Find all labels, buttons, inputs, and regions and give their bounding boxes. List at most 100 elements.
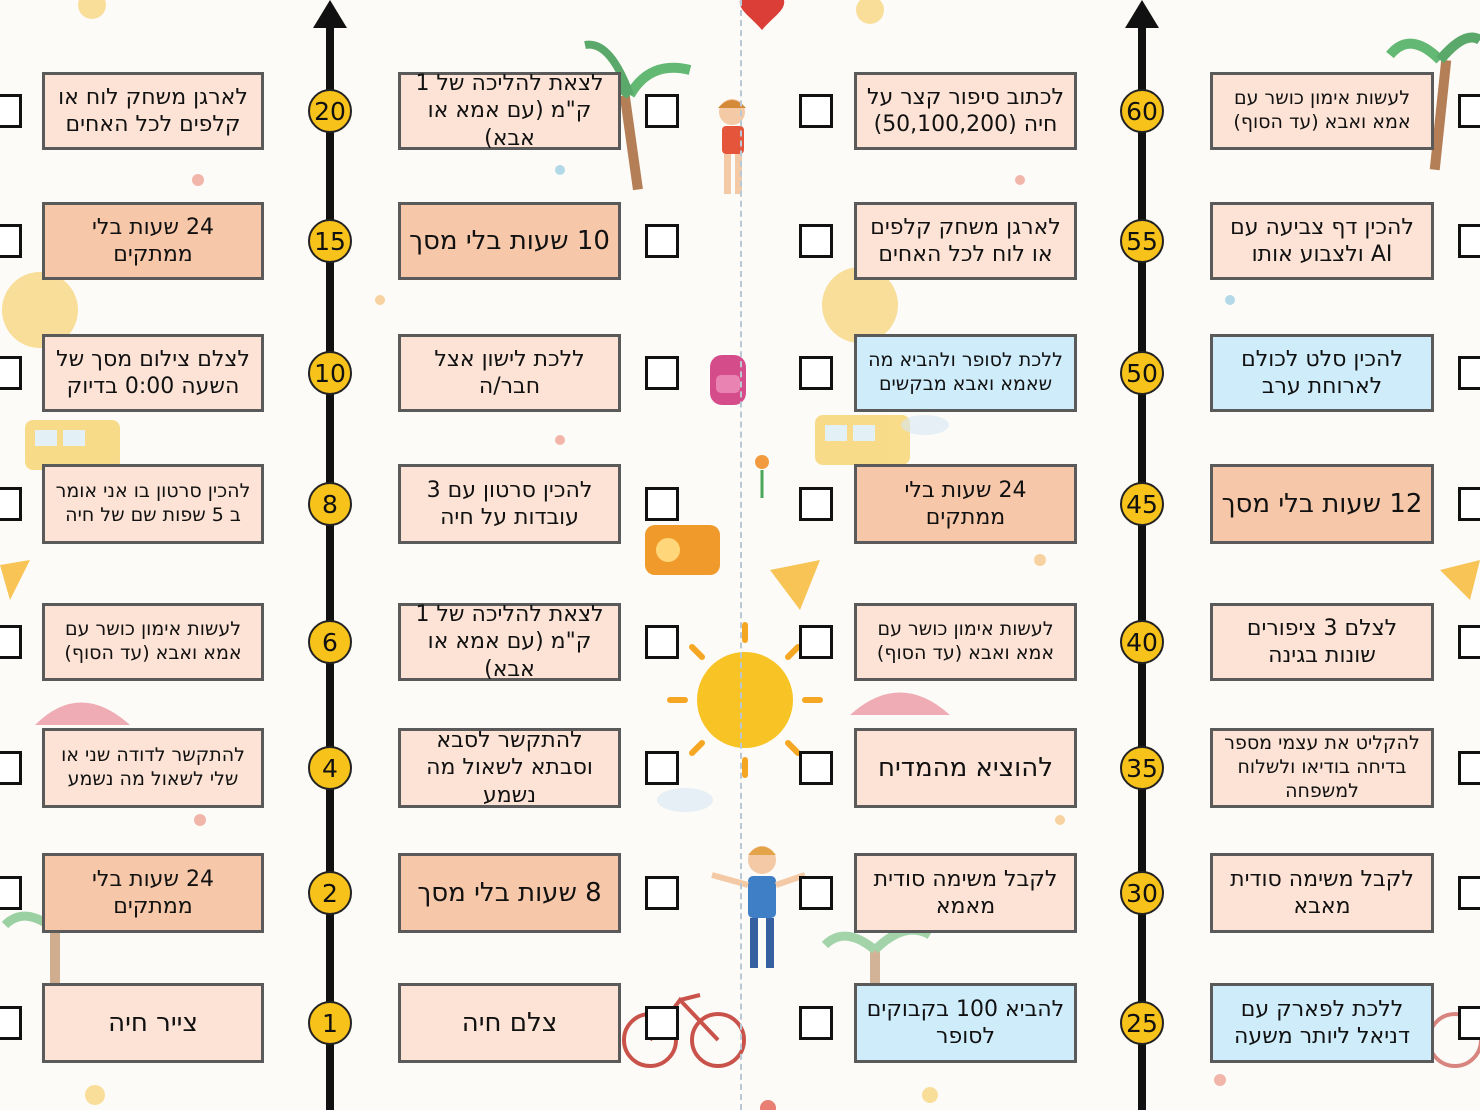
- challenge-checkbox[interactable]: [799, 356, 833, 390]
- challenge-checkbox[interactable]: [0, 1006, 22, 1040]
- challenge-checkbox[interactable]: [645, 625, 679, 659]
- challenge-card: לקבל משימה סודית מאבא: [1210, 853, 1434, 933]
- challenge-card: ללכת לפארק עם דניאל ליותר משעה: [1210, 983, 1434, 1063]
- candy-icon: [0, 560, 1480, 610]
- heart-icon: [739, 0, 785, 30]
- challenge-checkbox[interactable]: [1458, 625, 1480, 659]
- points-marker: 10: [308, 351, 352, 395]
- challenge-checkbox[interactable]: [799, 1006, 833, 1040]
- right-progress-axis: [1138, 24, 1146, 1110]
- school-bus-icon: [25, 415, 910, 470]
- challenge-checkbox[interactable]: [1458, 224, 1480, 258]
- confetti-icon: [78, 0, 1235, 1105]
- challenge-card: צייר חיה: [42, 983, 264, 1063]
- challenge-checkbox[interactable]: [799, 487, 833, 521]
- challenge-card: לעשות אימון כושר עם אמא ואבא (עד הסוף): [1210, 72, 1434, 150]
- challenge-card: להוציא מהמדיח: [854, 728, 1077, 808]
- points-marker: 50: [1120, 351, 1164, 395]
- challenge-checkbox[interactable]: [645, 94, 679, 128]
- challenge-checkbox[interactable]: [799, 224, 833, 258]
- challenge-checkbox[interactable]: [1458, 876, 1480, 910]
- challenge-card: להכין סרטון עם 3 עובדות על חיה: [398, 464, 621, 544]
- challenge-card: 24 שעות בלי ממתקים: [854, 464, 1077, 544]
- challenge-checkbox[interactable]: [1458, 1006, 1480, 1040]
- right-axis-arrow-icon: [1125, 0, 1159, 28]
- challenge-card: 8 שעות בלי מסך: [398, 853, 621, 933]
- challenge-card: לצאת להליכה של 1 ק"מ (עם אמא או אבא): [398, 71, 621, 151]
- left-progress-axis: [326, 24, 334, 1110]
- points-marker: 20: [308, 89, 352, 133]
- challenge-card: ללכת לישון אצל חבר/ה: [398, 334, 621, 412]
- points-marker: 40: [1120, 620, 1164, 664]
- challenge-checkbox[interactable]: [645, 224, 679, 258]
- challenge-checkbox[interactable]: [645, 1006, 679, 1040]
- challenge-checkbox[interactable]: [1458, 751, 1480, 785]
- challenge-card: להתקשר לסבא וסבתא לשאול מה נשמע: [398, 728, 621, 808]
- challenge-card: 12 שעות בלי מסך: [1210, 464, 1434, 544]
- challenge-card: לכתוב סיפור קצר על חיה (50,100,200): [854, 72, 1077, 150]
- challenge-checkbox[interactable]: [645, 876, 679, 910]
- points-marker: 35: [1120, 746, 1164, 790]
- sun-icon: [667, 622, 823, 778]
- points-marker: 25: [1120, 1001, 1164, 1045]
- challenge-checkbox[interactable]: [0, 625, 22, 659]
- challenge-card: צלם חיה: [398, 983, 621, 1063]
- umbrella-icon: [35, 692, 950, 725]
- challenge-card: להביא 100 בקבוקים לסופר: [854, 983, 1077, 1063]
- challenge-card: ללכת לסופר ולהביא מה שאמא ואבא מבקשים: [854, 334, 1077, 412]
- radio-icon: [645, 525, 720, 575]
- boy-figure-icon: [711, 846, 806, 968]
- challenge-card: לצלם 3 ציפורים שונות בגינה: [1210, 603, 1434, 681]
- challenge-checkbox[interactable]: [799, 876, 833, 910]
- challenge-card: לצלם צילום מסך של השעה 0:00 בדיוק: [42, 334, 264, 412]
- challenge-checkbox[interactable]: [1458, 487, 1480, 521]
- challenge-card: להכין דף צביעה עם AI ולצבוע אותו: [1210, 202, 1434, 280]
- challenge-checkbox[interactable]: [1458, 356, 1480, 390]
- points-marker: 60: [1120, 89, 1164, 133]
- points-marker: 30: [1120, 871, 1164, 915]
- challenge-card: להקליט את עצמי מספר בדיחה בודיאו ולשלוח …: [1210, 728, 1434, 808]
- challenge-card: להכין סלט לכולם לארוחת ערב: [1210, 334, 1434, 412]
- challenge-card: לארגן משחק לוח או קלפים לכל האחים: [42, 72, 264, 150]
- girl-figure-icon: [718, 99, 746, 194]
- palm-tree-icon: [1386, 32, 1480, 171]
- challenge-checkbox[interactable]: [645, 751, 679, 785]
- challenge-checkbox[interactable]: [799, 94, 833, 128]
- points-marker: 8: [308, 482, 352, 526]
- challenge-checkbox[interactable]: [0, 356, 22, 390]
- challenge-card: 24 שעות בלי ממתקים: [42, 853, 264, 933]
- challenge-checkbox[interactable]: [0, 487, 22, 521]
- heart-icon: [760, 1100, 776, 1110]
- sun-icon: [2, 267, 898, 348]
- challenge-card: לעשות אימון כושר עם אמא ואבא (עד הסוף): [42, 603, 264, 681]
- flower-icon: [755, 455, 769, 498]
- points-marker: 55: [1120, 219, 1164, 263]
- challenge-card: לארגן משחק קלפים או לוח לכל האחים: [854, 202, 1077, 280]
- points-marker: 1: [308, 1001, 352, 1045]
- points-marker: 6: [308, 620, 352, 664]
- challenge-checkbox[interactable]: [645, 487, 679, 521]
- points-marker: 45: [1120, 482, 1164, 526]
- challenge-checkbox[interactable]: [0, 751, 22, 785]
- points-marker: 15: [308, 219, 352, 263]
- challenge-checkbox[interactable]: [1458, 94, 1480, 128]
- challenge-card: להכין סרטון בו אני אומר ב 5 שפות שם של ח…: [42, 464, 264, 544]
- points-marker: 4: [308, 746, 352, 790]
- challenge-checkbox[interactable]: [799, 751, 833, 785]
- points-marker: 2: [308, 871, 352, 915]
- challenge-checkbox[interactable]: [799, 625, 833, 659]
- left-axis-arrow-icon: [313, 0, 347, 28]
- bicycle-icon: [622, 993, 746, 1068]
- challenge-card: להתקשר לדודה שני או שלי לשאול מה נשמע: [42, 728, 264, 808]
- challenge-card: לעשות אימון כושר עם אמא ואבא (עד הסוף): [854, 603, 1077, 681]
- challenge-card: 24 שעות בלי ממתקים: [42, 202, 264, 280]
- challenge-checkbox[interactable]: [0, 224, 22, 258]
- center-cut-line: [740, 0, 742, 1110]
- challenge-checkbox[interactable]: [0, 94, 22, 128]
- challenge-card: לקבל משימה סודית מאמא: [854, 853, 1077, 933]
- challenge-checkbox[interactable]: [645, 356, 679, 390]
- challenge-card: 10 שעות בלי מסך: [398, 202, 621, 280]
- backpack-icon: [710, 355, 746, 405]
- challenge-card: לצאת להליכה של 1 ק"מ (עם אמא או אבא): [398, 602, 621, 682]
- challenge-checkbox[interactable]: [0, 876, 22, 910]
